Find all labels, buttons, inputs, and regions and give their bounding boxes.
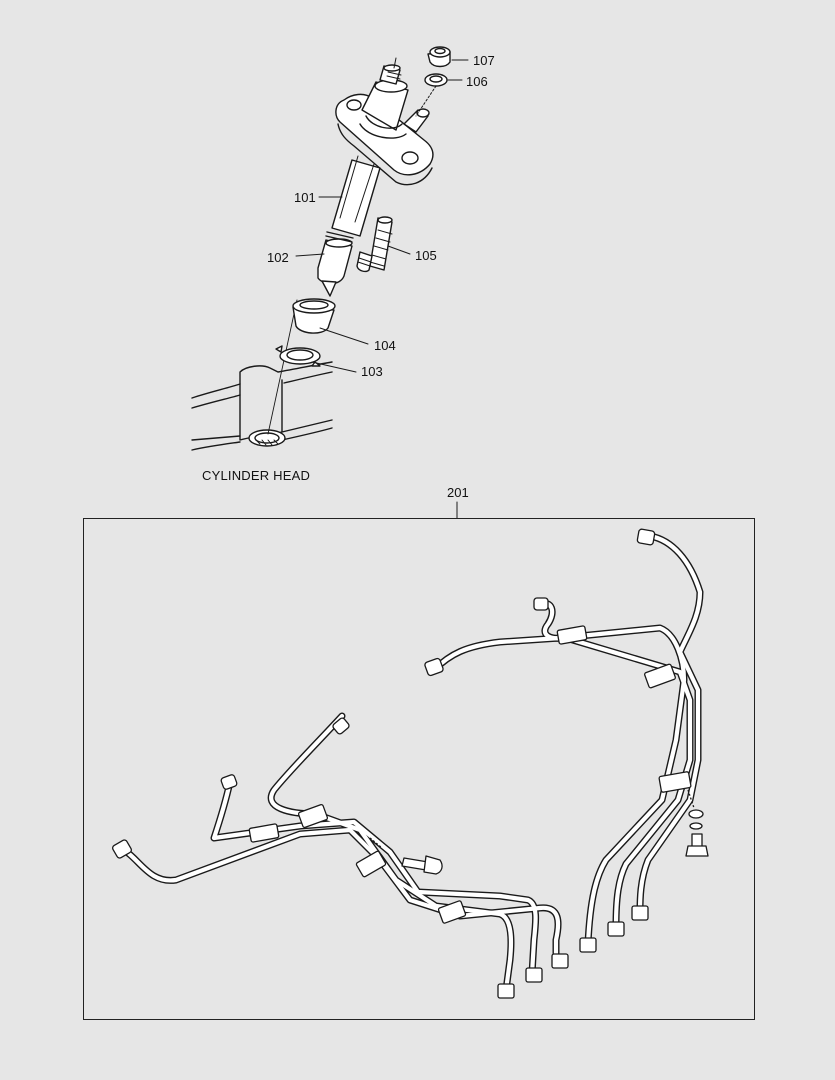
part-label-104: 104 <box>374 338 396 353</box>
cylinder-head-drawing <box>191 299 333 451</box>
part-label-103: 103 <box>361 364 383 379</box>
washer-106-drawing <box>424 73 448 87</box>
part-label-105: 105 <box>415 248 437 263</box>
pipe-clamps <box>248 625 692 924</box>
nut-107-drawing <box>427 46 451 68</box>
leader-lines <box>295 59 469 519</box>
pipe-set-201-frame <box>83 518 755 1020</box>
part-label-201: 201 <box>447 485 469 500</box>
cylinder-head-label: CYLINDER HEAD <box>202 468 311 483</box>
stud-105-drawing <box>356 216 393 273</box>
part-label-102: 102 <box>267 250 289 265</box>
sleeve-104-drawing <box>292 298 336 334</box>
part-label-106: 106 <box>466 74 488 89</box>
injector-101-drawing <box>317 57 434 297</box>
clamp-bolts <box>369 789 709 875</box>
part-label-107: 107 <box>473 53 495 68</box>
part-label-101: 101 <box>294 190 316 205</box>
pipe-end-nuts <box>112 528 656 999</box>
washer-103-drawing <box>275 345 321 367</box>
